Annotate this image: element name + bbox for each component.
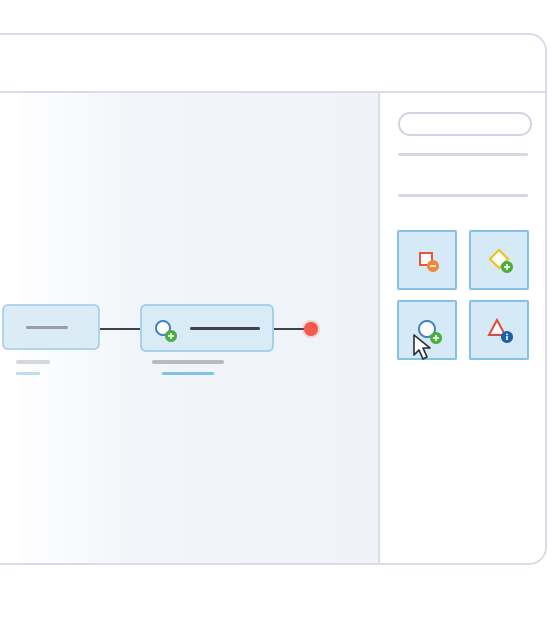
circle-node-caption xyxy=(152,360,224,364)
start-node[interactable] xyxy=(2,304,100,350)
app-window xyxy=(0,33,547,565)
sidebar-divider-line xyxy=(398,194,528,197)
square-minus-icon xyxy=(419,252,439,272)
pointer-cursor-icon xyxy=(413,334,431,360)
tool-sidebar xyxy=(380,93,545,563)
node-label-bar xyxy=(26,326,68,329)
tool-add-decision[interactable] xyxy=(469,230,529,290)
end-marker[interactable] xyxy=(304,322,318,336)
panel-divider[interactable] xyxy=(378,93,380,563)
edge-circle-to-end[interactable] xyxy=(274,328,304,330)
search-input[interactable] xyxy=(398,112,532,136)
tool-info-triangle[interactable] xyxy=(469,300,529,360)
tool-add-circle[interactable] xyxy=(397,300,457,360)
triangle-info-icon xyxy=(487,317,513,343)
diamond-plus-icon xyxy=(488,248,513,273)
start-node-subcaption xyxy=(16,372,40,375)
circle-plus-icon xyxy=(418,320,442,344)
circle-plus-icon xyxy=(155,320,177,342)
diagram-canvas[interactable] xyxy=(2,93,378,563)
circle-node[interactable] xyxy=(140,304,274,352)
start-node-caption xyxy=(16,360,50,364)
title-bar xyxy=(0,35,545,93)
tool-remove-shape[interactable] xyxy=(397,230,457,290)
node-label-bar xyxy=(190,327,260,330)
edge-start-to-circle[interactable] xyxy=(100,328,140,330)
sidebar-divider-line xyxy=(398,153,528,156)
circle-node-subcaption xyxy=(162,372,214,375)
